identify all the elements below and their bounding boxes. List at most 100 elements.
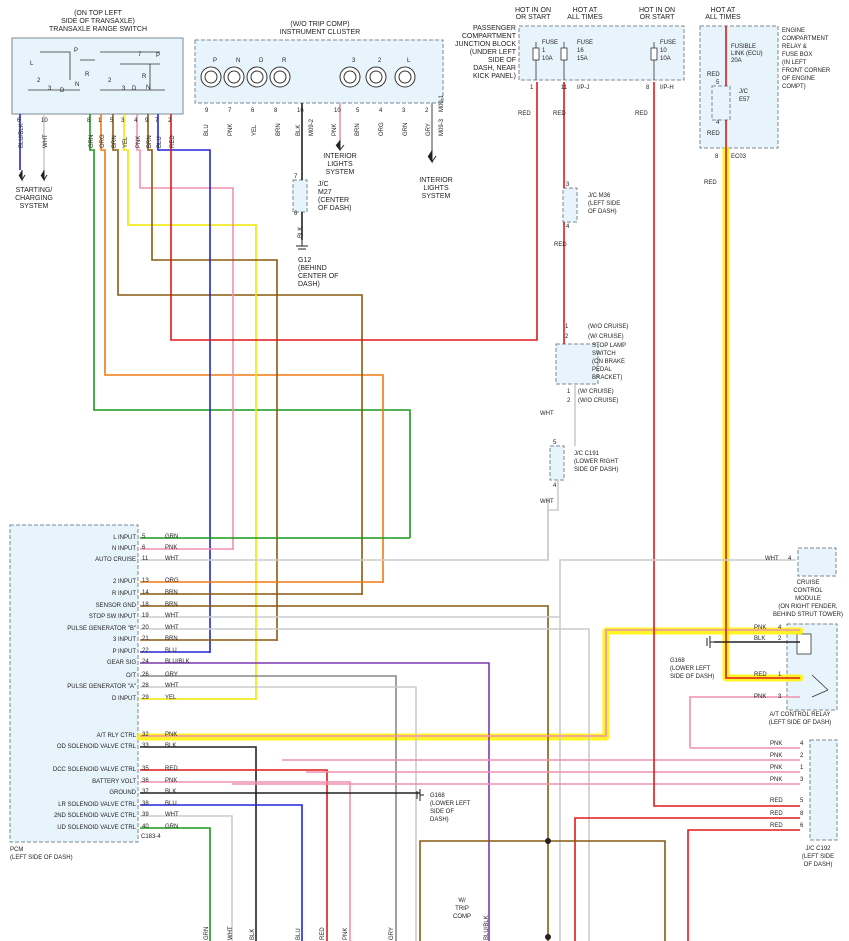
cluster-wire-label: M09-3 bbox=[439, 118, 445, 136]
g12-label: G12 bbox=[298, 257, 311, 264]
wire-pcm-2nd bbox=[140, 815, 233, 941]
cluster-title: INSTRUMENT CLUSTER bbox=[280, 29, 360, 36]
bulb-label: 2 bbox=[378, 58, 382, 64]
junction-block-title: COMPARTMENT bbox=[462, 33, 517, 40]
cluster-connector: M09-1 bbox=[439, 94, 445, 112]
relay-wire-label: PNK bbox=[754, 694, 766, 700]
cruise-pin: 4 bbox=[788, 556, 792, 562]
c192-title: J/C C192 bbox=[805, 846, 831, 852]
cruise-wire-label: WHT bbox=[765, 556, 779, 562]
pcm-pin-label: L INPUT bbox=[113, 535, 136, 541]
e57-pin: 4 bbox=[716, 120, 720, 126]
pcm-pin-number: 24 bbox=[142, 659, 149, 665]
trs-pin: 5 bbox=[110, 118, 114, 124]
relay-pin: 4 bbox=[778, 625, 782, 631]
pcm-pin-number: 20 bbox=[142, 625, 149, 631]
bulb-label: 3 bbox=[352, 58, 356, 64]
g168-left-label: (LOWER LEFT bbox=[430, 801, 471, 807]
bulb-label: L bbox=[407, 58, 411, 64]
engine-box-title: OF ENGINE bbox=[782, 76, 815, 82]
c191-pin: 5 bbox=[553, 440, 557, 446]
pcm-wire-label: WHT bbox=[165, 613, 179, 619]
trip-comp-label: TRIP bbox=[455, 906, 469, 912]
junction-block-title: (UNDER LEFT bbox=[470, 49, 517, 56]
trs-wire-label: GRN bbox=[89, 135, 95, 148]
pcm-pin-label: N INPUT bbox=[112, 546, 136, 552]
m36-pin: 3 bbox=[566, 182, 570, 188]
cluster-wire-label: BLU bbox=[204, 124, 210, 136]
fuse-label: FUSE bbox=[577, 40, 593, 46]
jc-c191-label: (LOWER RIGHT bbox=[574, 459, 619, 465]
stoplamp-cruise-label: (W/O CRUISE) bbox=[588, 324, 628, 330]
pcm-pin-label: P INPUT bbox=[112, 649, 136, 655]
wire-range-red bbox=[170, 82, 538, 341]
transaxle-range-switch-box bbox=[11, 37, 184, 115]
g168-right-label: G168 bbox=[670, 658, 685, 664]
wire-range-brn-r bbox=[112, 114, 363, 595]
bottom-wire-label: BLU/BLK bbox=[484, 915, 490, 940]
relay-wire-label: BLK bbox=[754, 636, 765, 642]
m27-pin: 7 bbox=[294, 174, 298, 180]
wire-label-red: RED bbox=[554, 242, 567, 248]
starting-system-label: SYSTEM bbox=[20, 203, 49, 210]
pcm-pin-number: 26 bbox=[142, 672, 149, 678]
pcm-pin-label: PULSE GENERATOR "B" bbox=[67, 626, 136, 632]
c192-wire-label: PNK bbox=[770, 741, 782, 747]
trs-title: TRANSAXLE RANGE SWITCH bbox=[49, 26, 147, 33]
pcm-wire-label: WHT bbox=[165, 556, 179, 562]
wire-stoplamp-wht bbox=[547, 384, 576, 560]
highlight-path-control bbox=[136, 627, 804, 741]
fuse-label: 1 bbox=[542, 48, 546, 54]
wire-pcm-lr bbox=[140, 804, 303, 941]
cluster-wire-label: GRN bbox=[403, 123, 409, 136]
pcm-pin-number: 19 bbox=[142, 613, 149, 619]
fuse-pin: 1 bbox=[530, 85, 534, 91]
wire-range-grn bbox=[89, 114, 411, 538]
indicator-bulb bbox=[223, 66, 245, 88]
hot-label: HOT AT bbox=[573, 7, 598, 14]
cluster-wire-label: YEL bbox=[252, 124, 258, 136]
c192-title: OF DASH) bbox=[804, 862, 833, 868]
indicator-bulb bbox=[339, 66, 361, 88]
bulb-filament bbox=[227, 70, 241, 84]
fuse-label: 10 bbox=[660, 48, 667, 54]
trs-pin: 3 bbox=[121, 118, 125, 124]
pcm-pin-label: BATTERY VOLT bbox=[92, 779, 136, 785]
trs-pin: 8 bbox=[87, 118, 91, 124]
cluster-wire-label: BLK bbox=[296, 125, 302, 136]
engine-box-title: FRONT CORNER bbox=[782, 68, 831, 74]
trs-wire-label: BLU/BLK bbox=[19, 123, 25, 148]
trs-wire-label: RED bbox=[170, 135, 176, 148]
c191-box bbox=[549, 445, 565, 481]
bottom-wire-label: GRN bbox=[204, 927, 210, 940]
g168-left-label: G168 bbox=[430, 793, 445, 799]
range-switch-contacts bbox=[28, 51, 165, 91]
cluster-wire-label: GRY bbox=[426, 123, 432, 136]
pcm-pin-label: 2 INPUT bbox=[113, 579, 136, 585]
engine-box-title: FUSE BOX bbox=[782, 52, 812, 58]
junction-block-title: PASSENGER bbox=[473, 25, 516, 32]
interior-lights-2: SYSTEM bbox=[422, 193, 451, 200]
pcm-pin-label: GROUND bbox=[109, 790, 136, 796]
cluster-pin: 5 bbox=[356, 108, 360, 114]
wire-label-red: RED bbox=[704, 180, 717, 186]
pcm-wire-label: BRN bbox=[165, 602, 178, 608]
pcm-wire-label: PNK bbox=[165, 732, 177, 738]
pcm-pin-number: 14 bbox=[142, 590, 149, 596]
wire-pcm-pulse-b bbox=[140, 628, 590, 941]
fuse-pin: 8 bbox=[646, 85, 650, 91]
at-relay-title: (LEFT SIDE OF DASH) bbox=[769, 720, 832, 726]
trs-symbol: N bbox=[75, 82, 79, 88]
trs-symbol: 7 bbox=[138, 52, 142, 58]
jc-c191-label: J/C C191 bbox=[574, 451, 600, 457]
bottom-wire-label: WHT bbox=[228, 926, 234, 940]
stoplamp-title: BRACKET) bbox=[592, 375, 622, 381]
jc-m36-label: J/C M36 bbox=[588, 193, 611, 199]
wire-engine-red bbox=[725, 26, 800, 679]
ec03-label: EC03 bbox=[731, 154, 747, 160]
bulb-label: D bbox=[259, 58, 264, 64]
trs-symbol: N bbox=[146, 85, 150, 91]
stoplamp-cruise-label: (W/ CRUISE) bbox=[578, 389, 614, 395]
stoplamp-title: SWITCH bbox=[592, 351, 616, 357]
